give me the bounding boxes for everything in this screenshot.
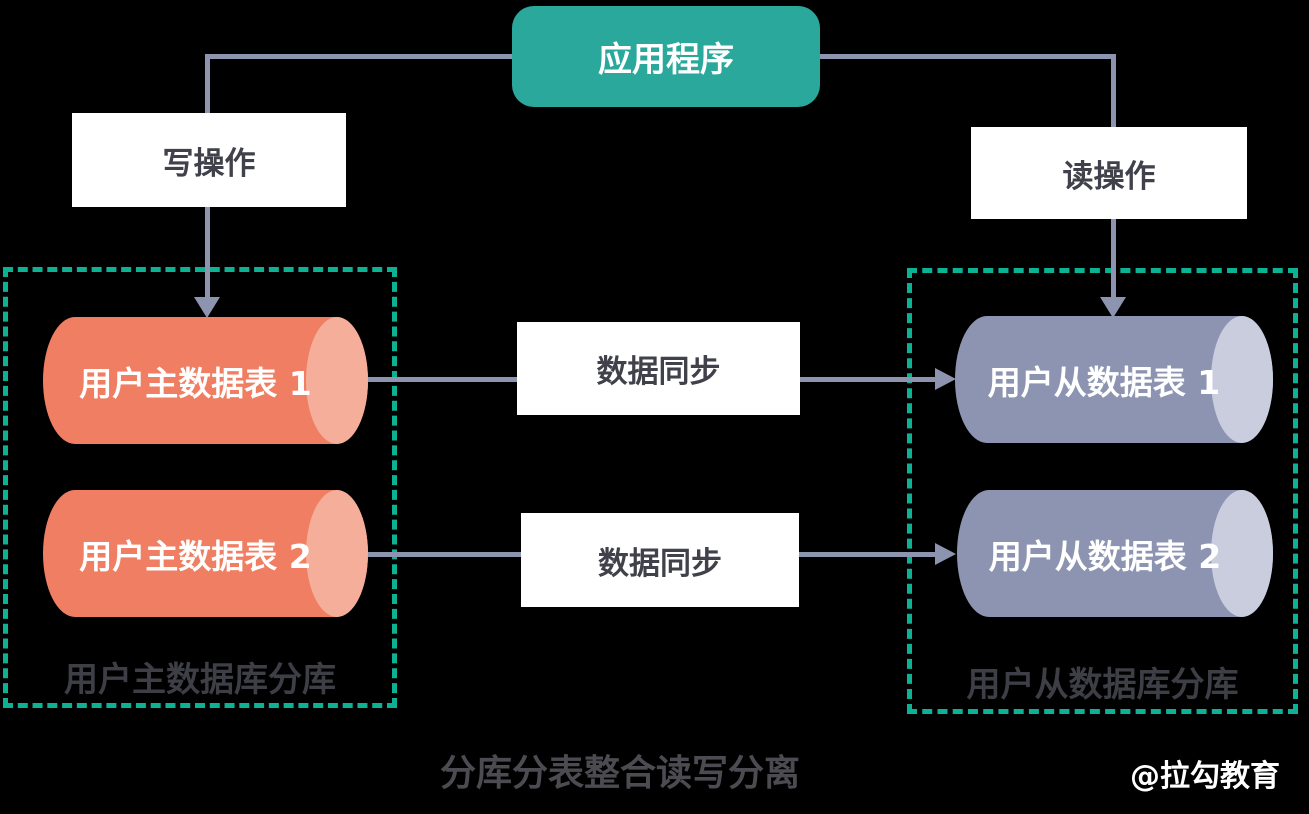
slave-table-1-cylinder: 用户从数据表 1: [955, 316, 1273, 443]
connector-app-to-write-horizontal: [205, 54, 514, 59]
data-sync-node-2: 数据同步: [521, 513, 799, 607]
master-group-label: 用户主数据库分库: [64, 660, 336, 700]
master-table-2-label: 用户主数据表 2: [79, 536, 312, 576]
slave-shard-group-border: [907, 268, 1298, 714]
connector-app-to-read-horizontal: [818, 54, 1115, 59]
slave-group-label: 用户从数据库分库: [966, 665, 1239, 705]
write-operation-label: 写操作: [162, 145, 256, 182]
data-sync-label-2: 数据同步: [598, 545, 722, 582]
arrow-right-sync-2-icon: [935, 543, 956, 565]
master-table-1-cylinder: 用户主数据表 1: [43, 317, 368, 444]
slave-table-2-label: 用户从数据表 2: [988, 536, 1222, 576]
read-operation-label: 读操作: [1062, 158, 1156, 195]
cylinder-cap: [306, 317, 368, 444]
brand-watermark: @拉勾教育: [1130, 759, 1280, 794]
cylinder-cap: [1211, 490, 1273, 617]
master-shard-group-border: [3, 267, 397, 708]
data-sync-label-1: 数据同步: [596, 354, 721, 390]
data-sync-node-1: 数据同步: [517, 322, 800, 415]
slave-table-2-cylinder: 用户从数据表 2: [957, 490, 1273, 617]
master-table-1-label: 用户主数据表 1: [79, 363, 312, 403]
cylinder-cap: [306, 490, 368, 617]
write-operation-node: 写操作: [72, 113, 346, 207]
master-table-2-cylinder: 用户主数据表 2: [43, 490, 368, 617]
arrow-down-read-icon: [1100, 297, 1126, 318]
application-node: 应用程序: [512, 6, 820, 107]
arrow-down-write-icon: [194, 297, 220, 318]
read-operation-node: 读操作: [971, 127, 1247, 219]
arrow-right-sync-1-icon: [935, 368, 956, 390]
diagram-caption: 分库分表整合读写分离: [439, 753, 800, 794]
cylinder-cap: [1211, 316, 1273, 443]
application-label: 应用程序: [598, 40, 734, 80]
slave-table-1-label: 用户从数据表 1: [987, 362, 1221, 402]
